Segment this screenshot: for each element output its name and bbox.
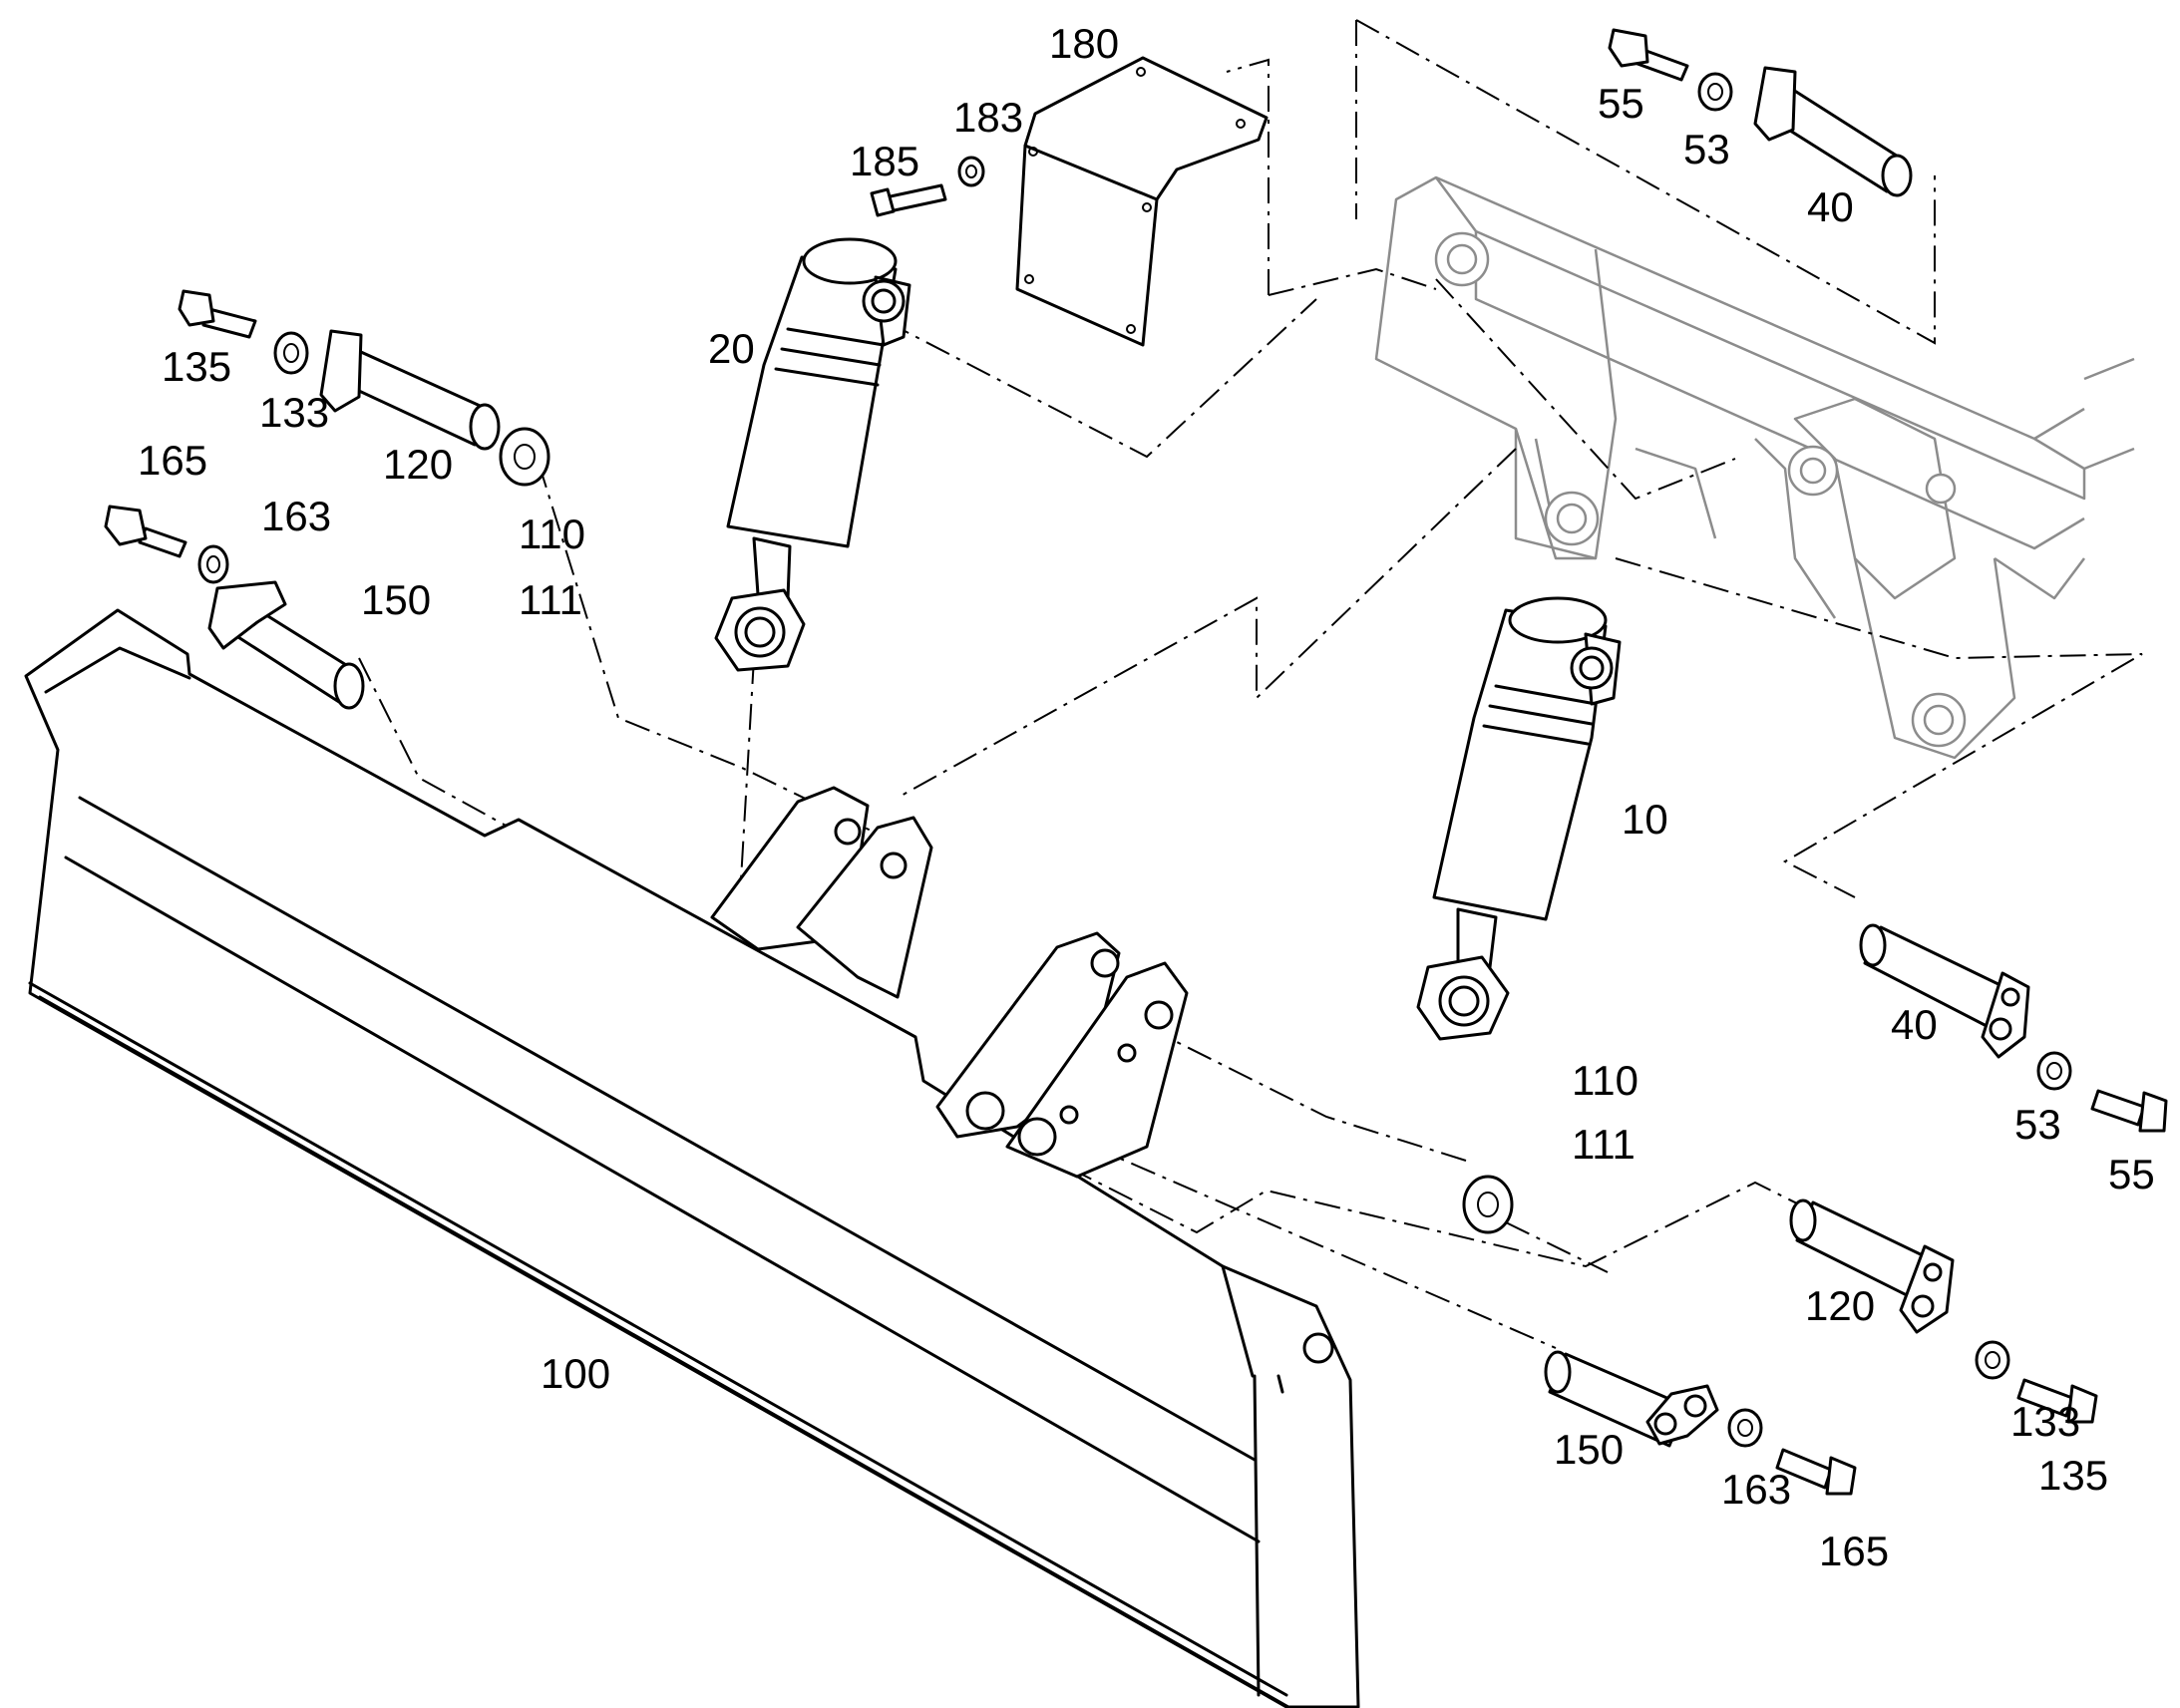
callout-label: 111: [519, 576, 582, 623]
callout-label: 165: [1819, 1528, 1889, 1574]
hydraulic-cylinder-10: [1416, 596, 1622, 1041]
callout-label: 20: [708, 325, 755, 372]
callout-label: 40: [1807, 183, 1854, 230]
callout-label: 183: [953, 94, 1023, 141]
dozer-blade: [24, 608, 1360, 1708]
callout-labels: 180 183 185 55 53 40 20 135 133 120 165 …: [138, 20, 2155, 1574]
callout-label: 120: [1805, 1282, 1875, 1329]
callout-label: 53: [2014, 1101, 2061, 1148]
hardware-parts: [104, 28, 2168, 1496]
callout-label: 110: [1572, 1057, 1638, 1104]
callout-label: 10: [1622, 796, 1668, 843]
cover-plate-180: [1015, 56, 1269, 347]
blade-mount-brackets: [710, 786, 1189, 1179]
callout-label: 133: [2010, 1398, 2080, 1445]
callout-label: 163: [261, 493, 331, 539]
ghosted-mounting-frame: [1374, 175, 2135, 760]
callout-label: 165: [138, 437, 207, 484]
callout-label: 180: [1049, 20, 1119, 67]
callout-label: 163: [1721, 1466, 1791, 1513]
callout-label: 133: [259, 389, 329, 436]
callout-label: 53: [1683, 126, 1730, 172]
callout-label: 150: [1554, 1426, 1624, 1473]
callout-label: 100: [541, 1350, 610, 1397]
assembly-lines: [358, 19, 2143, 1349]
callout-label: 185: [850, 138, 919, 184]
callout-label: 110: [519, 511, 585, 557]
callout-label: 135: [162, 343, 231, 390]
callout-label: 55: [2108, 1151, 2155, 1197]
callout-label: 135: [2038, 1452, 2108, 1499]
callout-label: 120: [383, 441, 453, 488]
callout-label: 111: [1572, 1121, 1635, 1168]
callout-label: 55: [1598, 80, 1644, 127]
callout-label: 150: [361, 576, 431, 623]
callout-label: 40: [1891, 1001, 1938, 1048]
hydraulic-cylinder-20: [714, 237, 911, 672]
